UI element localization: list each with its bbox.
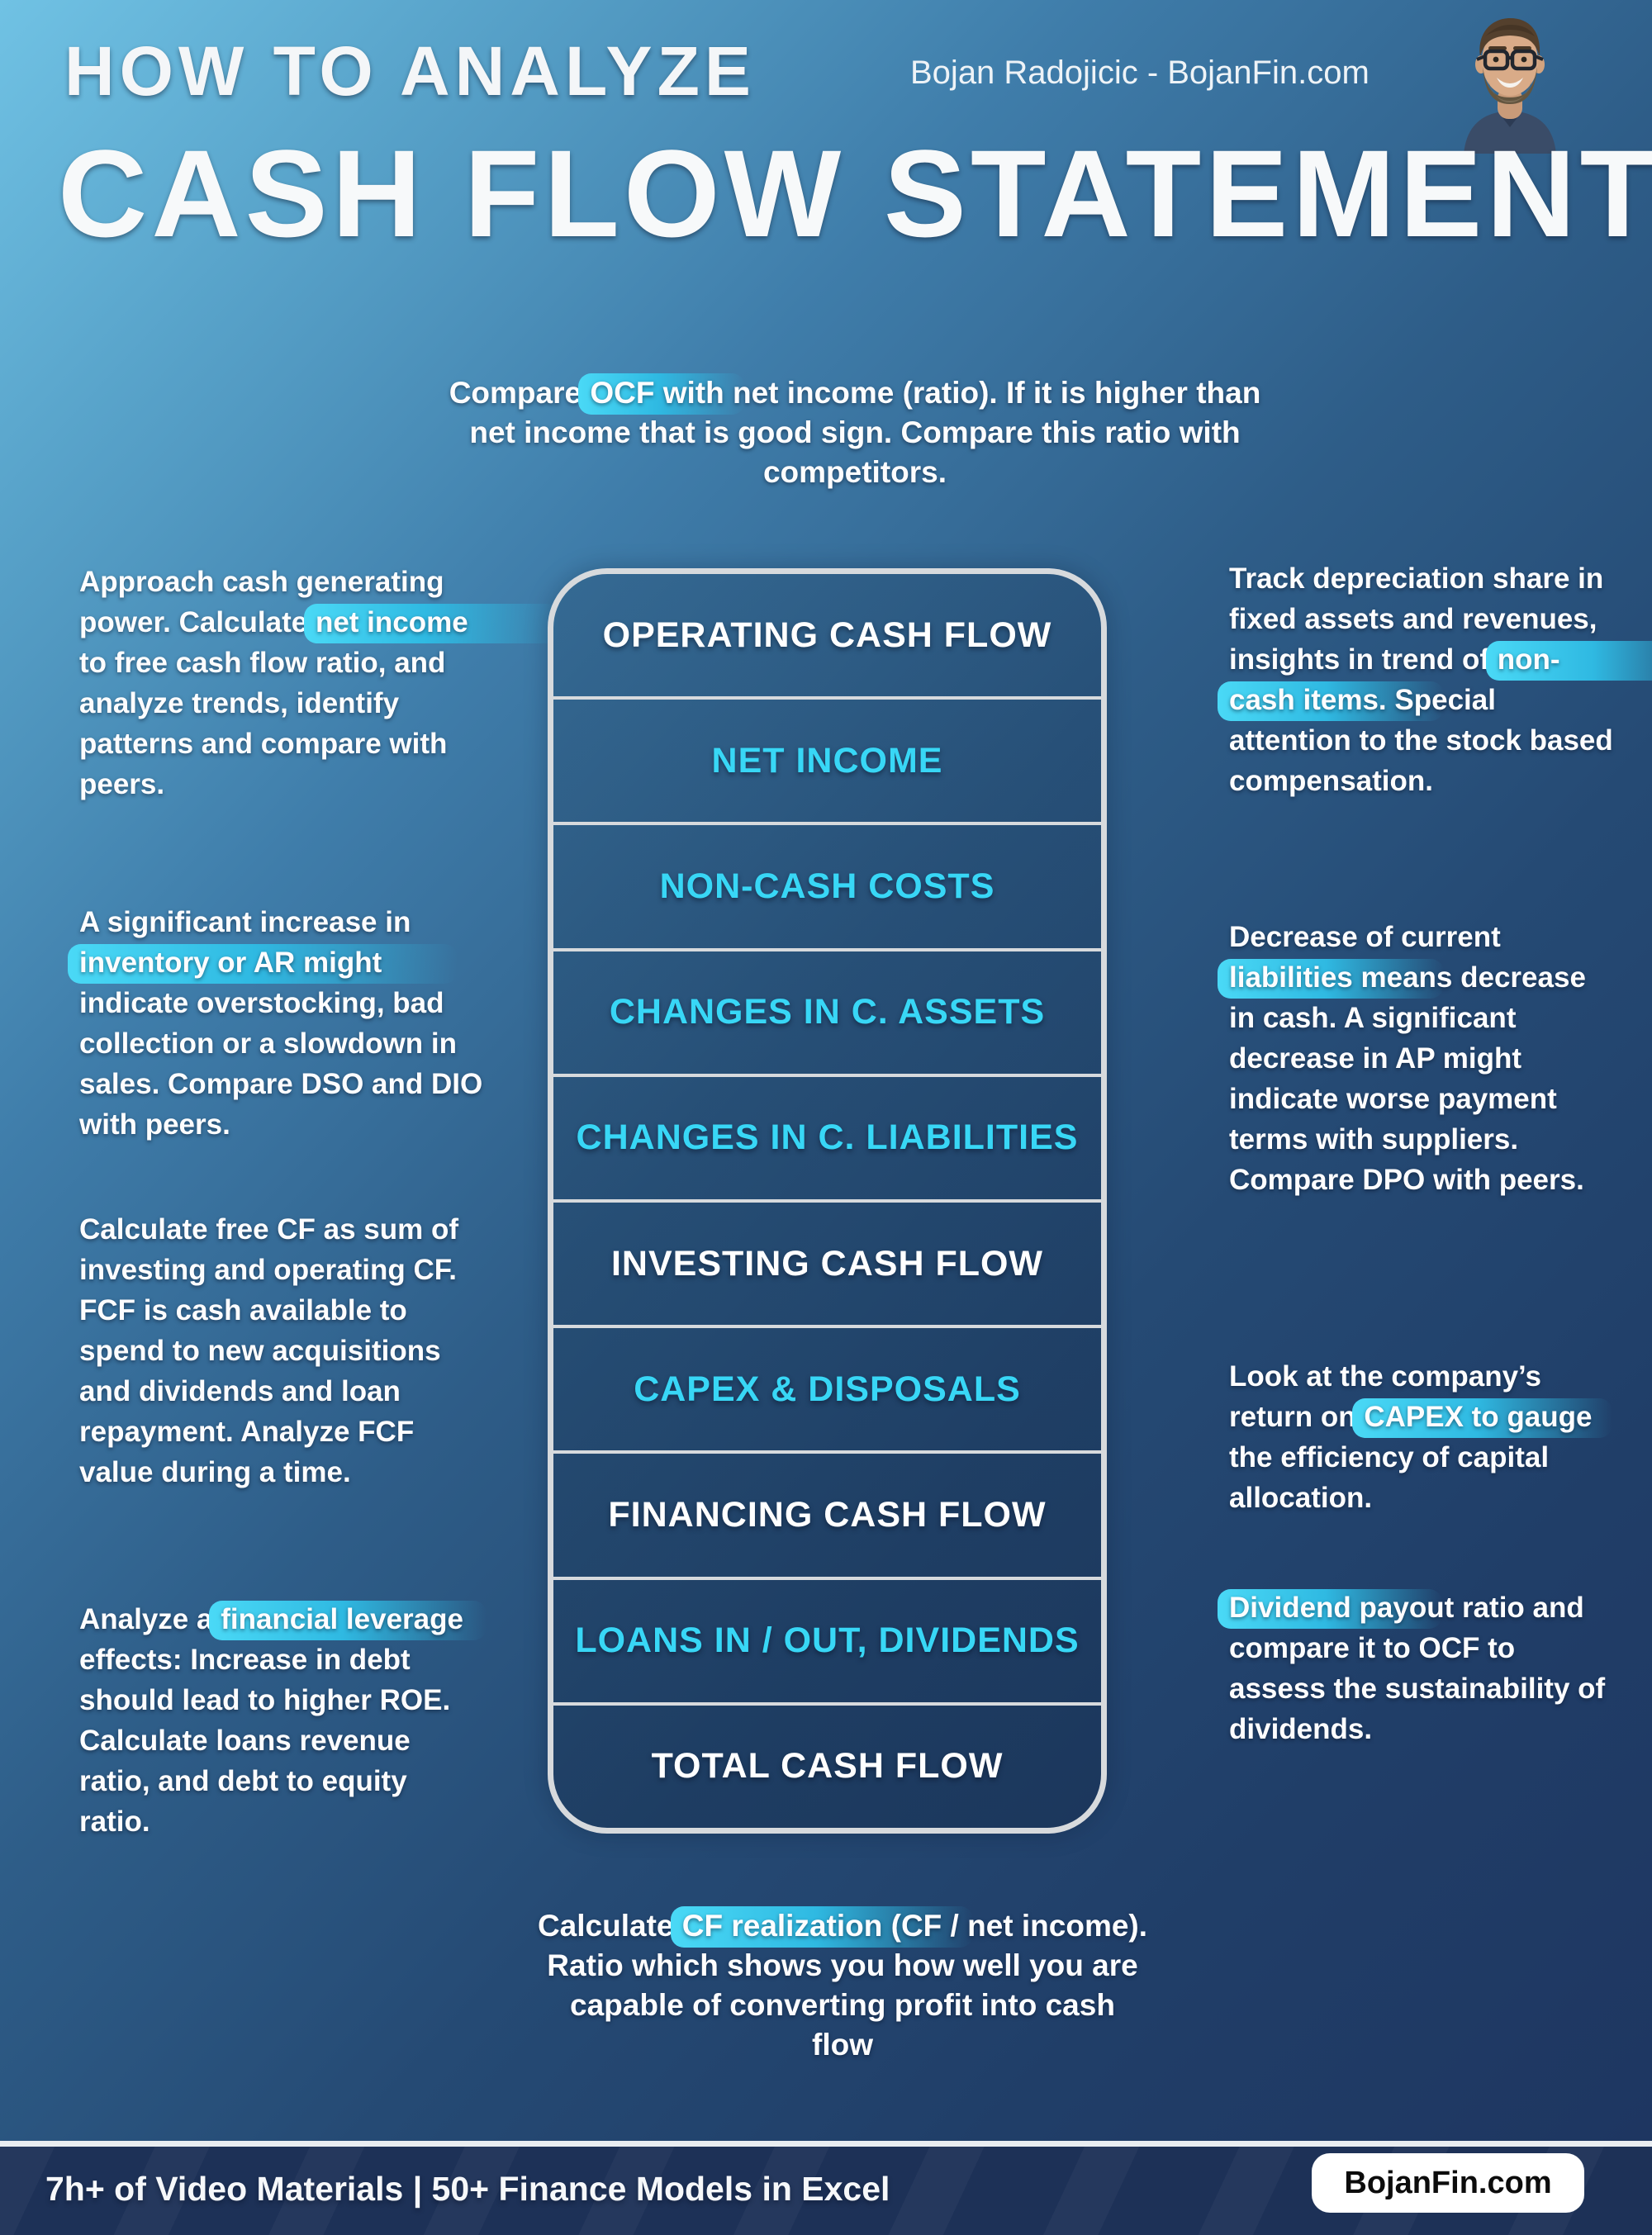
highlight-cf-realization: CF realization <box>670 1906 974 1948</box>
note-net-income-fcf-ratio: Approach cash generating power. Calculat… <box>79 562 559 804</box>
note-text: Analyze a <box>79 1603 221 1635</box>
note-text: A significant increase in <box>79 906 411 938</box>
table-row-investing-cash-flow: INVESTING CASH FLOW <box>553 1199 1101 1325</box>
table-row-capex-and-disposals: CAPEX & DISPOSALS <box>553 1325 1101 1450</box>
highlight-net-income: net income <box>303 604 559 643</box>
note-text: to free cash flow ratio, and analyze tre… <box>79 647 448 800</box>
cash-flow-statement-table: OPERATING CASH FLOW NET INCOME NON-CASH … <box>548 568 1107 1834</box>
footer-offer-text: 7h+ of Video Materials | 50+ Finance Mod… <box>45 2170 890 2208</box>
table-row-total-cash-flow: TOTAL CASH FLOW <box>553 1701 1101 1828</box>
note-free-cash-flow: Calculate free CF as sum of investing an… <box>79 1209 484 1492</box>
highlight-financial: financial <box>209 1601 487 1640</box>
table-row-loans-in-out-dividends: LOANS IN / OUT, DIVIDENDS <box>553 1576 1101 1702</box>
note-text: Approach cash generating power. Calculat… <box>79 566 444 638</box>
note-text: (CF / net income). Ratio which shows you… <box>547 1909 1148 2062</box>
note-financial-leverage: Analyze a financial leverage effects: In… <box>79 1599 487 1842</box>
note-return-on-capex: Look at the company’s return on CAPEX to… <box>1229 1356 1626 1518</box>
note-ocf-ratio: Compare OCF with net income (ratio). If … <box>442 373 1268 492</box>
bojanfin-button-label: BojanFin.com <box>1344 2165 1552 2200</box>
author-byline: Bojan Radojicic - BojanFin.com <box>910 55 1370 91</box>
footer-divider <box>0 2141 1652 2147</box>
note-text: Calculate free CF as sum of investing an… <box>79 1213 459 1488</box>
highlight-ocf: OCF <box>578 373 746 415</box>
note-inventory-ar: A significant increase in inventory or A… <box>68 902 492 1145</box>
note-text: to gauge the efficiency of capital alloc… <box>1229 1401 1593 1514</box>
note-text: leverage effects: Increase in debt shoul… <box>79 1603 463 1838</box>
author-photo-illustration <box>1464 18 1556 154</box>
highlight-capex: CAPEX <box>1352 1398 1612 1438</box>
table-row-financing-cash-flow: FINANCING CASH FLOW <box>553 1450 1101 1576</box>
note-depreciation-noncash: Track depreciation share in fixed assets… <box>1218 558 1652 801</box>
note-text: with net income (ratio). If it is higher… <box>469 376 1261 490</box>
note-current-liabilities: Decrease of current liabilities means de… <box>1218 917 1617 1200</box>
author-photo <box>1452 12 1568 154</box>
highlight-inventory: inventory <box>68 944 458 984</box>
table-row-operating-cash-flow: OPERATING CASH FLOW <box>602 615 1052 655</box>
table-row-changes-in-current-liabilities: CHANGES IN C. LIABILITIES <box>553 1073 1101 1199</box>
bojanfin-button[interactable]: BojanFin.com <box>1312 2153 1584 2213</box>
note-text: Track depreciation share in fixed assets… <box>1229 562 1604 676</box>
highlight-liabilities: liabilities <box>1218 959 1444 999</box>
note-text: Compare <box>449 376 591 410</box>
table-row-changes-in-current-assets: CHANGES IN C. ASSETS <box>553 947 1101 1074</box>
table-row-non-cash-costs: NON-CASH COSTS <box>553 822 1101 947</box>
note-dividend-payout: Dividend payout ratio and compare it to … <box>1218 1587 1617 1749</box>
note-text: payout ratio and compare it to OCF to as… <box>1229 1592 1606 1745</box>
note-text: means decrease in cash. A significant de… <box>1229 961 1586 1196</box>
note-text: items. Special attention to the stock ba… <box>1229 684 1613 797</box>
table-row-net-income: NET INCOME <box>553 696 1101 822</box>
page-title: CASH FLOW STATEMENT <box>58 124 1652 263</box>
note-text: Calculate <box>537 1909 682 1943</box>
footer-bar: 7h+ of Video Materials | 50+ Finance Mod… <box>0 2147 1652 2235</box>
note-text: Look at the company’s return on <box>1229 1360 1541 1433</box>
highlight-dividend: Dividend <box>1218 1589 1442 1629</box>
title-kicker: HOW TO ANALYZE <box>64 32 756 110</box>
note-cf-realization: Calculate CF realization (CF / net incom… <box>537 1906 1148 2065</box>
note-text: or AR might indicate overstocking, bad c… <box>79 947 483 1141</box>
note-text: Decrease of current <box>1229 921 1501 953</box>
